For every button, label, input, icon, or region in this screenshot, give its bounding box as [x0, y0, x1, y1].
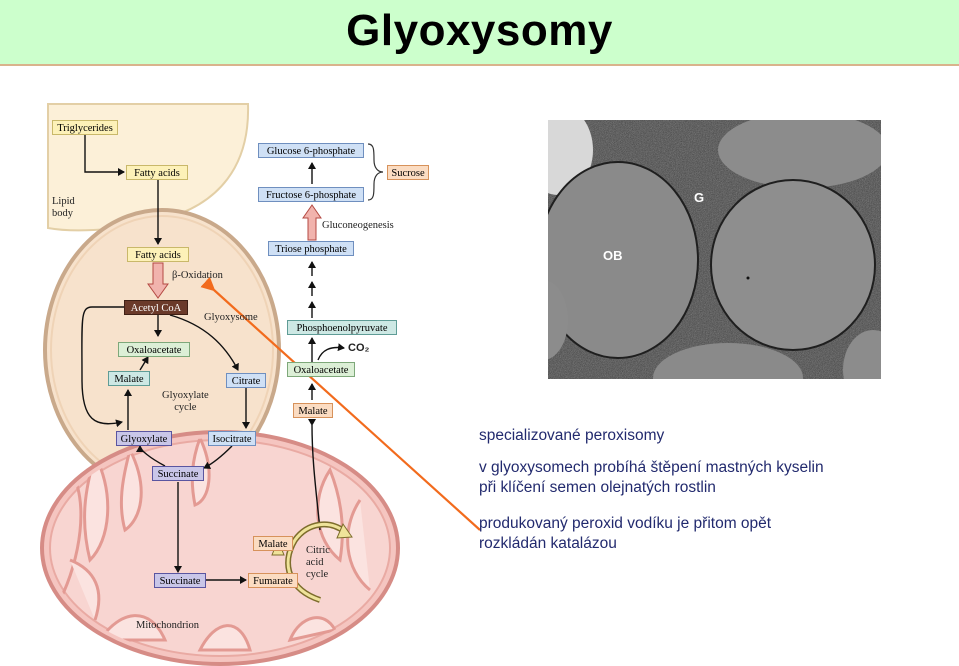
triglycerides-label: Triglycerides	[52, 120, 118, 135]
electron-micrograph: G OB	[548, 120, 881, 379]
acetyl-coa-label: Acetyl CoA	[124, 300, 188, 315]
malate-inner-label: Malate	[108, 371, 150, 386]
beta-oxidation-arrow	[147, 262, 169, 299]
succinate-top-label: Succinate	[152, 466, 204, 481]
slide-title: Glyoxysomy	[346, 6, 613, 55]
text-line: rozkládán katalázou	[479, 535, 617, 552]
glyoxylate-cycle-label: Glyoxylate cycle	[162, 390, 209, 413]
lipid-body-label: Lipid body	[52, 196, 75, 219]
citric-acid-cycle-arrow	[285, 521, 347, 603]
fructose-6-phosphate-label: Fructose 6-phosphate	[258, 187, 364, 202]
beta-oxidation-label: β-Oxidation	[172, 270, 223, 281]
text-line: specializované peroxisomy	[479, 427, 665, 444]
glyoxylate-label: Glyoxylate	[116, 431, 172, 446]
fumarate-label: Fumarate	[248, 573, 298, 588]
text-line: v glyoxysomech probíhá štěpení mastných …	[479, 459, 824, 476]
sucrose-label: Sucrose	[387, 165, 429, 180]
malate-mito-label: Malate	[253, 536, 293, 551]
micrograph-label-g: G	[694, 190, 704, 205]
text-peroxide: produkovaný peroxid vodíku je přitom opě…	[479, 514, 771, 554]
glucose-6-phosphate-label: Glucose 6-phosphate	[258, 143, 364, 158]
malate-cyto-label: Malate	[293, 403, 333, 418]
citrate-label: Citrate	[226, 373, 266, 388]
succinate-mito-label: Succinate	[154, 573, 206, 588]
phosphoenolpyruvate-label: Phosphoenolpyruvate	[287, 320, 397, 335]
fatty-acids-inner-label: Fatty acids	[127, 247, 189, 262]
gluconeogenesis-label: Gluconeogenesis	[322, 220, 394, 231]
gluconeogenesis-arrow	[302, 204, 322, 241]
text-glyoxysome-function: v glyoxysomech probíhá štěpení mastných …	[479, 458, 824, 498]
triose-phosphate-label: Triose phosphate	[268, 241, 354, 256]
mitochondrion-label: Mitochondrion	[136, 620, 199, 631]
text-specialized: specializované peroxisomy	[479, 426, 664, 446]
fatty-acids-top-label: Fatty acids	[126, 165, 188, 180]
isocitrate-label: Isocitrate	[208, 431, 256, 446]
glyoxysome-label: Glyoxysome	[204, 312, 258, 323]
oxaloacetate-inner-label: Oxaloacetate	[118, 342, 190, 357]
citric-acid-cycle-label: Citric acid cycle	[306, 545, 330, 580]
oxaloacetate-cyto-label: Oxaloacetate	[287, 362, 355, 377]
micrograph-label-ob: OB	[603, 248, 623, 263]
text-line: při klíčení semen olejnatých rostlin	[479, 479, 716, 496]
co2-label: CO₂	[348, 342, 370, 354]
title-bar: Glyoxysomy	[0, 0, 959, 66]
text-line: produkovaný peroxid vodíku je přitom opě…	[479, 515, 772, 532]
pointer-arrow	[200, 276, 481, 531]
